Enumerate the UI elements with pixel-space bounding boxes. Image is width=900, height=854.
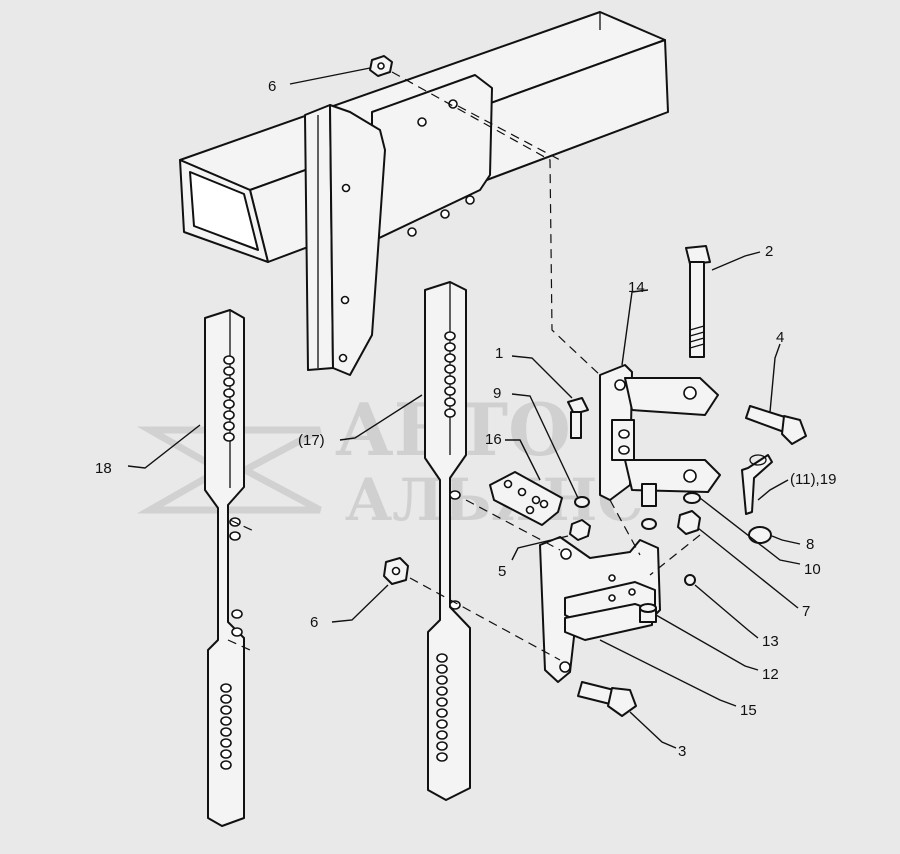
callout-10: 10 bbox=[804, 561, 821, 578]
callout-18: 18 bbox=[95, 460, 112, 477]
adjustment-hole bbox=[223, 432, 235, 442]
adjustment-hole bbox=[436, 675, 448, 685]
adjustment-hole bbox=[223, 410, 235, 420]
callout-5: 5 bbox=[498, 563, 506, 580]
adjustment-hole bbox=[220, 738, 232, 748]
callout-1: 1 bbox=[495, 345, 503, 362]
adjustment-hole bbox=[444, 353, 456, 363]
callout-11-19: (11),19 bbox=[790, 471, 836, 488]
grease-fitting-13 bbox=[684, 574, 696, 586]
adjustable-arm-18 bbox=[204, 309, 245, 827]
washer-9 bbox=[574, 496, 590, 508]
adjustment-hole bbox=[223, 377, 235, 387]
adjustment-hole bbox=[223, 388, 235, 398]
lower-bracket-15 bbox=[539, 536, 661, 683]
callout-4: 4 bbox=[776, 329, 784, 346]
adjustment-hole bbox=[444, 342, 456, 352]
arm-holes bbox=[220, 331, 461, 770]
adjustment-hole bbox=[436, 697, 448, 707]
bushing-top bbox=[641, 483, 657, 507]
adjustment-hole bbox=[223, 399, 235, 409]
callout-6-top: 6 bbox=[268, 78, 276, 95]
washer-10 bbox=[683, 492, 701, 504]
callout-16: 16 bbox=[485, 431, 502, 448]
bolt-4 bbox=[745, 405, 807, 445]
adjustable-arm-17 bbox=[424, 281, 471, 801]
callout-9: 9 bbox=[493, 385, 501, 402]
callout-2: 2 bbox=[765, 243, 773, 260]
bolt-3 bbox=[577, 681, 637, 717]
leaders bbox=[127, 67, 801, 749]
bolt-1 bbox=[567, 397, 589, 439]
callout-12: 12 bbox=[762, 666, 779, 683]
adjustment-hole bbox=[223, 366, 235, 376]
adjustment-hole bbox=[231, 609, 243, 619]
callout-13: 13 bbox=[762, 633, 779, 650]
nut-5 bbox=[569, 519, 591, 541]
adjustment-hole bbox=[231, 627, 243, 637]
adjustment-hole bbox=[220, 749, 232, 759]
adjustment-hole bbox=[220, 683, 232, 693]
hardware bbox=[369, 55, 773, 623]
adjustment-hole bbox=[449, 600, 461, 610]
clevis-bracket-14 bbox=[599, 364, 721, 501]
adjustment-hole bbox=[436, 664, 448, 674]
adjustment-hole bbox=[436, 686, 448, 696]
adjustment-hole bbox=[444, 397, 456, 407]
adjustment-hole bbox=[220, 716, 232, 726]
adjustment-hole bbox=[444, 408, 456, 418]
adjustment-hole bbox=[444, 364, 456, 374]
callout-15: 15 bbox=[740, 702, 757, 719]
adjustment-hole bbox=[444, 331, 456, 341]
callout-7: 7 bbox=[802, 603, 810, 620]
adjustment-hole bbox=[223, 421, 235, 431]
adjustment-hole bbox=[436, 741, 448, 751]
callout-3: 3 bbox=[678, 743, 686, 760]
adjustment-hole bbox=[220, 694, 232, 704]
adjustment-hole bbox=[449, 490, 461, 500]
callout-14: 14 bbox=[628, 279, 645, 296]
nut-7 bbox=[677, 510, 701, 535]
assembly-lines bbox=[227, 71, 701, 661]
adjustment-hole bbox=[220, 705, 232, 715]
adjustment-hole bbox=[436, 730, 448, 740]
bolt-2 bbox=[685, 245, 711, 358]
plate-16 bbox=[489, 471, 563, 526]
adjustment-hole bbox=[436, 708, 448, 718]
callout-17: (17) bbox=[298, 432, 325, 449]
callout-labels: 6 6 18 (17) 1 2 14 4 9 16 5 (11),19 8 10… bbox=[95, 78, 836, 760]
adjustment-hole bbox=[436, 752, 448, 762]
adjustment-hole bbox=[223, 355, 235, 365]
callout-8: 8 bbox=[806, 536, 814, 553]
adjustment-hole bbox=[436, 653, 448, 663]
mount-channel bbox=[304, 104, 386, 376]
adjustment-hole bbox=[436, 719, 448, 729]
adjustment-hole bbox=[444, 375, 456, 385]
adjustment-hole bbox=[220, 760, 232, 770]
callout-6-lower: 6 bbox=[310, 614, 318, 631]
clip-8 bbox=[748, 526, 772, 544]
pin-19 bbox=[741, 454, 773, 515]
adjustment-hole bbox=[444, 386, 456, 396]
adjustment-hole bbox=[229, 531, 241, 541]
adjustment-hole bbox=[220, 727, 232, 737]
